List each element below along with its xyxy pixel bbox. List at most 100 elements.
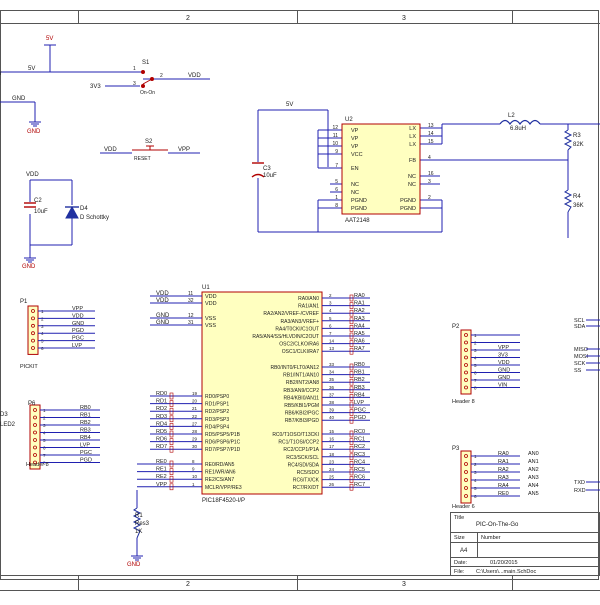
capacitor-c3 [251,162,265,178]
u2-pin-name: PGND [351,206,367,212]
net-flag [349,325,354,332]
p3-side-net-label: RXD [574,488,586,494]
net-label-5v-left: 5V [28,66,35,72]
u1-pin-name: RC5/SDO [297,470,319,476]
u1-net-label: RA3 [354,316,365,322]
u1-pin-name: RE0/RD/AN5 [205,462,235,468]
p1-pin [31,323,35,328]
net-flag [169,468,174,475]
p2-side-net-label: MISO [574,347,589,353]
c2-d4-circuit [29,179,73,258]
u1-pin-number: 39 [329,408,335,413]
p2-net-label: VPP [498,345,509,351]
net-flag [349,461,354,468]
p3-body [460,450,472,504]
u1-pin-name: RC3/SCK/SCL [286,455,319,461]
u1-pin-number: 33 [329,362,335,367]
u2-pin-name: FB [409,158,416,164]
u1-pin-number: 38 [329,400,335,405]
p2-pin [464,378,468,382]
title-block [450,512,600,576]
d3-partial-name: LED2 [0,422,16,428]
p3-an-label: AN3 [528,475,539,481]
u1-pin-number: 36 [329,385,335,390]
p2-pin [464,333,468,337]
net-label-vdd-c2: VDD [26,172,39,178]
u1-pin-name: RC4/SDI/SDA [288,462,320,468]
p2-net-label: 3V3 [498,353,508,359]
net-flag [169,407,174,415]
p1-net-label: PGC [72,336,84,342]
p6-net-label: RB2 [80,420,91,426]
u1-net-label: RB1 [354,370,365,376]
switch-s1-pin3: 3 [133,81,136,87]
title-label: Title [454,515,464,521]
p3-pin [464,478,468,482]
u1-pin-number: 12 [188,313,194,319]
u1-net-label: RD3 [156,414,167,420]
p2-body [460,329,472,395]
net-flag [349,332,354,340]
p1-name: PICKIT [20,364,38,370]
u1-pin-name: RB2/INT2/AN8 [286,380,319,386]
r4-value: 36K [573,203,584,209]
p6-net-label: PGC [80,450,92,456]
switch-s1 [105,70,210,88]
u1-pin-number: 9 [192,467,195,472]
net-flag [349,302,354,309]
u1-pin-number: 40 [329,415,335,420]
u1-net-label: RA5 [354,331,365,337]
power-5v-net [0,44,140,73]
p6-net-label: RB4 [80,435,91,441]
p2-net-label: VIN [498,383,507,389]
u1-net-label: RA7 [354,346,365,352]
file-value: C:\Users\...main.SchDoc [476,569,536,575]
u1-pin-number: 5 [329,316,332,321]
u1-net-label: RD2 [156,406,167,412]
net-label-vpp-s2: VPP [178,147,190,153]
u1-pin-number: 1 [192,482,195,487]
u1-pin-number: 26 [329,482,335,487]
u1-power-net: VDD [156,298,169,304]
net-flag [169,415,174,423]
p6-net-label: RB0 [80,405,91,411]
switch-s1-ref: S1 [142,60,150,66]
u1-pin-number: 7 [329,331,332,336]
p6-pin [33,423,37,427]
u2-pin-name: EN [351,166,359,172]
u1-net-label: RD0 [156,391,167,397]
u1-pin-number: 6 [329,323,332,328]
p6-net-label: LVP [80,443,90,449]
u1-pin-name: RB4/KBI0/AN11 [284,395,320,401]
net-flag [349,409,354,416]
l2-value: 6.8uH [510,126,526,132]
u1-net-label: RD4 [156,421,167,427]
file-label: File: [454,569,465,575]
net-flag [169,475,174,483]
u1-pin-number: 31 [188,320,194,326]
u2-pin-number: 1 [335,195,338,201]
p2-pin [464,363,468,367]
u1-net-label: RB3 [354,385,365,391]
net-flag [349,445,354,453]
net-flag [349,468,354,476]
p3-net-label: RA4 [498,483,509,489]
net-flag [349,378,354,386]
p1-net-label: VDD [72,313,84,319]
zone-label-bottom: 2 [186,581,190,588]
u2-pin-number: 14 [428,131,434,137]
p6-pin [33,430,37,435]
resistor-r4 [563,189,573,213]
p3-ref: P3 [452,446,460,452]
u1-net-label: RD1 [156,399,167,405]
net-flag [349,476,354,483]
u1-pin-number: 24 [329,467,335,472]
ground-symbol [29,121,41,127]
title-value: PIC-On-The-Go [476,522,519,528]
net-label-vdd-s2: VDD [104,147,117,153]
p2-pin [464,385,468,390]
u2-pin-number: 15 [428,139,434,145]
u1-net-label: RA2 [354,308,365,314]
